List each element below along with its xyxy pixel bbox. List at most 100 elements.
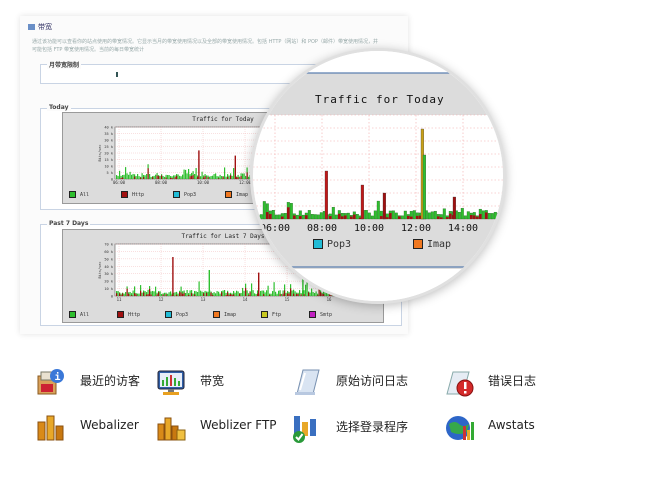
traffic-bar-http <box>170 177 172 179</box>
week-chart-title: Traffic for Last 7 Days <box>181 233 265 240</box>
traffic-bar-all <box>137 293 139 296</box>
legend-label: Pop3 <box>176 312 189 318</box>
traffic-bar-http <box>210 292 212 296</box>
y-tick-label: 0 <box>111 295 113 299</box>
mag-bar-all <box>373 210 377 220</box>
mag-bar-all <box>310 214 314 220</box>
traffic-bar-http <box>122 177 124 179</box>
choose-log-programs-link[interactable]: 选择登录程序 <box>291 412 421 446</box>
traffic-bar-http <box>225 294 227 296</box>
traffic-bar-http <box>140 177 142 179</box>
traffic-bar-all <box>131 174 133 179</box>
traffic-bar-all <box>204 290 206 296</box>
error-log-icon <box>446 371 474 397</box>
bandwidth-link[interactable]: 带宽 <box>155 366 255 400</box>
traffic-bar-http <box>188 294 190 296</box>
traffic-bar-all <box>246 290 248 296</box>
mag-bar-all <box>307 210 311 220</box>
traffic-bar-all <box>168 175 170 179</box>
traffic-bar-http <box>233 294 235 296</box>
traffic-bar-all <box>171 293 173 296</box>
legend-item: Smtp <box>309 311 332 318</box>
traffic-bar-all <box>125 167 127 179</box>
traffic-bar-http <box>189 176 191 179</box>
legend-label: Http <box>132 192 145 198</box>
traffic-bar-http <box>206 292 208 296</box>
mag-bar-all <box>496 212 500 220</box>
traffic-bar-all <box>153 291 155 296</box>
legend-item: Imap <box>225 191 248 198</box>
traffic-bar-all <box>231 293 233 296</box>
x-tick-label: 12 <box>159 297 164 302</box>
error-log-link[interactable]: 错误日志 <box>443 366 553 400</box>
traffic-bar-all <box>147 289 149 296</box>
webalizer-ftp-link[interactable]: Weblizer FTP <box>155 412 285 446</box>
legend-swatch <box>165 311 172 318</box>
awstats-icon <box>446 416 474 440</box>
traffic-bar-all <box>245 176 247 179</box>
traffic-bar-all <box>170 291 172 296</box>
today-chart-title: Traffic for Today <box>192 116 254 123</box>
traffic-bar-all <box>137 173 139 179</box>
legend-swatch <box>313 239 323 249</box>
traffic-bar-http <box>246 172 248 179</box>
mag-spike-bar <box>324 170 328 220</box>
traffic-bar-http <box>165 177 167 179</box>
traffic-bar-all <box>225 292 227 296</box>
traffic-bar-http <box>120 295 122 296</box>
mag-bar-http <box>437 216 440 219</box>
error-log-label: 错误日志 <box>488 374 537 388</box>
webalizer-label: Webalizer <box>80 418 139 432</box>
mag-bar-http <box>353 214 356 219</box>
traffic-bar-all <box>165 174 167 179</box>
raw-access-logs-icon <box>295 369 320 395</box>
traffic-bar-all <box>194 290 196 296</box>
recent-visitors-link[interactable]: i 最近的访客 <box>35 366 160 400</box>
traffic-bar-all <box>134 286 136 296</box>
traffic-bar-all <box>188 168 190 179</box>
traffic-bar-all <box>180 176 182 179</box>
mag-bar-http <box>479 214 482 219</box>
mag-bar-http <box>485 212 488 219</box>
traffic-spike <box>208 270 210 296</box>
legend-item: Ftp <box>261 311 281 318</box>
week-legend: Past 7 Days <box>47 220 91 227</box>
traffic-bar-http <box>143 176 145 179</box>
choose-log-programs-label: 选择登录程序 <box>336 420 409 434</box>
traffic-bar-http <box>158 292 160 296</box>
mag-bar-all <box>400 215 404 220</box>
traffic-bar-http <box>183 292 185 296</box>
traffic-bar-all <box>180 286 182 296</box>
traffic-bar-http <box>146 294 148 296</box>
traffic-bar-all <box>128 174 130 179</box>
legend-item: All <box>69 311 89 318</box>
mag-bar-all <box>295 214 299 220</box>
webalizer-link[interactable]: Webalizer <box>35 412 155 446</box>
traffic-bar-all <box>150 291 152 296</box>
mag-bar-http <box>287 207 290 219</box>
x-tick-label: 06:00 <box>113 180 126 185</box>
traffic-bar-http <box>197 176 199 179</box>
mag-bar-http <box>419 215 422 219</box>
traffic-bar-all <box>203 175 205 179</box>
y-tick-label: 15 k <box>104 158 113 162</box>
traffic-bar-all <box>120 175 122 179</box>
traffic-bar-all <box>117 176 119 179</box>
awstats-link[interactable]: Awstats <box>443 412 553 446</box>
traffic-bar-http <box>179 292 181 296</box>
limit-slider-mark[interactable] <box>116 72 118 77</box>
legend-swatch <box>261 311 268 318</box>
raw-access-logs-link[interactable]: 原始访问日志 <box>291 366 421 400</box>
mag-spike-bar <box>360 184 364 220</box>
traffic-bar-all <box>221 176 223 179</box>
traffic-bar-all <box>173 292 175 296</box>
traffic-bar-http <box>158 176 160 179</box>
mag-bar-http <box>350 216 353 219</box>
traffic-bar-http <box>222 176 224 179</box>
mag-bar-all <box>259 214 263 220</box>
legend-label: Pop3 <box>184 192 197 198</box>
traffic-bar-all <box>231 175 233 179</box>
legend-item: Imap <box>413 239 451 250</box>
mag-bar-all <box>370 215 374 220</box>
mag-bar-all <box>256 215 260 220</box>
